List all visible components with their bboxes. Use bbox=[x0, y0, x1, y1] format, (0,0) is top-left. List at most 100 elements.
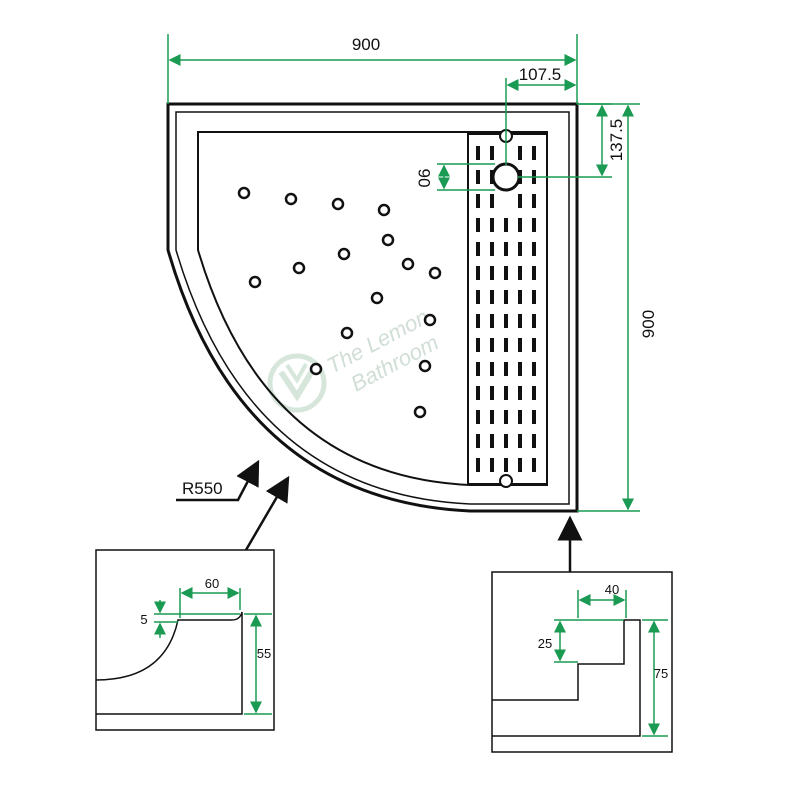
grate-slot bbox=[490, 458, 494, 472]
grate-slot bbox=[504, 386, 508, 400]
grate-slot bbox=[532, 266, 536, 280]
jet-hole bbox=[381, 233, 395, 247]
grate-slots bbox=[476, 146, 536, 472]
grate-slot bbox=[532, 434, 536, 448]
detail-left-lip-label: 5 bbox=[140, 612, 147, 627]
detail-right: 40 25 75 bbox=[491, 571, 673, 753]
detail-left-width-label: 60 bbox=[205, 576, 219, 591]
grate-slot bbox=[532, 218, 536, 232]
tray-rim-line bbox=[175, 111, 570, 505]
grate-slot bbox=[518, 410, 522, 424]
jet-hole bbox=[413, 405, 427, 419]
grate-slot bbox=[504, 338, 508, 352]
grate-slot bbox=[476, 242, 480, 256]
grate-slot bbox=[476, 434, 480, 448]
radius-callout bbox=[176, 459, 260, 502]
leaf-logo-icon bbox=[267, 353, 327, 413]
grate-slot bbox=[476, 194, 480, 208]
grate-slot bbox=[518, 362, 522, 376]
grate-slot bbox=[532, 194, 536, 208]
grate-slot bbox=[490, 338, 494, 352]
grate-slot bbox=[476, 386, 480, 400]
drain-channel bbox=[467, 129, 548, 488]
tray-outline bbox=[166, 102, 579, 513]
grate-slot bbox=[532, 338, 536, 352]
grate-slot bbox=[518, 314, 522, 328]
detail-left-profile bbox=[95, 611, 243, 715]
grate-slot bbox=[490, 434, 494, 448]
grate-slot bbox=[504, 410, 508, 424]
grate-slot bbox=[504, 458, 508, 472]
dim-top-width bbox=[167, 34, 578, 104]
watermark: The Lemon Bathroom bbox=[267, 304, 443, 413]
detail-left: 60 5 55 bbox=[95, 549, 275, 731]
jet-hole bbox=[370, 291, 384, 305]
jet-hole bbox=[340, 326, 354, 340]
grate-slot bbox=[476, 338, 480, 352]
detail-left-height-label: 55 bbox=[257, 646, 271, 661]
grate-slot bbox=[518, 266, 522, 280]
grate-slot bbox=[476, 266, 480, 280]
grate-slot bbox=[532, 410, 536, 424]
grate-slot bbox=[518, 146, 522, 160]
grate-slot bbox=[490, 314, 494, 328]
jet-hole bbox=[337, 247, 351, 261]
dim-drain-diameter bbox=[437, 163, 495, 191]
detail-right-height-label: 75 bbox=[654, 666, 668, 681]
dim-drain-offset-y-label: 137.5 bbox=[607, 119, 626, 162]
grate-slot bbox=[518, 434, 522, 448]
massage-jets bbox=[237, 186, 442, 419]
grate-slot bbox=[532, 290, 536, 304]
grate-slot bbox=[476, 170, 480, 184]
dim-top-width-label: 900 bbox=[352, 35, 380, 54]
jet-hole bbox=[418, 359, 432, 373]
grate-slot bbox=[518, 290, 522, 304]
dim-side-height bbox=[577, 103, 640, 512]
grate-slot bbox=[532, 314, 536, 328]
grate-slot bbox=[476, 362, 480, 376]
grate-slot bbox=[518, 458, 522, 472]
grate-slot bbox=[490, 362, 494, 376]
drain-hole-bottom bbox=[499, 474, 513, 488]
jet-hole bbox=[292, 261, 306, 275]
leader-arrow-left bbox=[244, 475, 290, 551]
jet-hole bbox=[309, 362, 323, 376]
grate-slot bbox=[518, 242, 522, 256]
dim-side-height-label: 900 bbox=[639, 310, 658, 338]
grate-slot bbox=[504, 362, 508, 376]
grate-slot bbox=[490, 410, 494, 424]
grate-slot bbox=[490, 386, 494, 400]
grate-slot bbox=[476, 458, 480, 472]
grate-slot bbox=[518, 386, 522, 400]
grate-slot bbox=[504, 218, 508, 232]
tray-outer-edge bbox=[166, 102, 579, 513]
dim-drain-offset-x-label: 107.5 bbox=[519, 65, 562, 84]
detail-right-step-label: 25 bbox=[538, 636, 552, 651]
grate-slot bbox=[476, 146, 480, 160]
grate-slot bbox=[490, 266, 494, 280]
radius-label: R550 bbox=[182, 479, 223, 498]
drain-hole bbox=[491, 162, 521, 192]
grate-slot bbox=[490, 146, 494, 160]
jet-hole bbox=[331, 197, 345, 211]
grate-slot bbox=[532, 458, 536, 472]
grate-slot bbox=[518, 338, 522, 352]
grate-slot bbox=[518, 194, 522, 208]
grate-slot bbox=[504, 314, 508, 328]
tray-inner-basin bbox=[197, 131, 548, 486]
grate-slot bbox=[490, 218, 494, 232]
detail-right-profile bbox=[492, 619, 641, 737]
grate-slot bbox=[532, 146, 536, 160]
jet-hole bbox=[428, 266, 442, 280]
jet-hole bbox=[248, 275, 262, 289]
grate-slot bbox=[504, 290, 508, 304]
grate-slot bbox=[476, 314, 480, 328]
jet-hole bbox=[377, 203, 391, 217]
grate-slot bbox=[476, 218, 480, 232]
grate-slot bbox=[476, 410, 480, 424]
jet-hole bbox=[237, 186, 251, 200]
grate-slot bbox=[490, 290, 494, 304]
jet-hole bbox=[423, 313, 437, 327]
dim-drain-offset-y bbox=[518, 103, 612, 178]
